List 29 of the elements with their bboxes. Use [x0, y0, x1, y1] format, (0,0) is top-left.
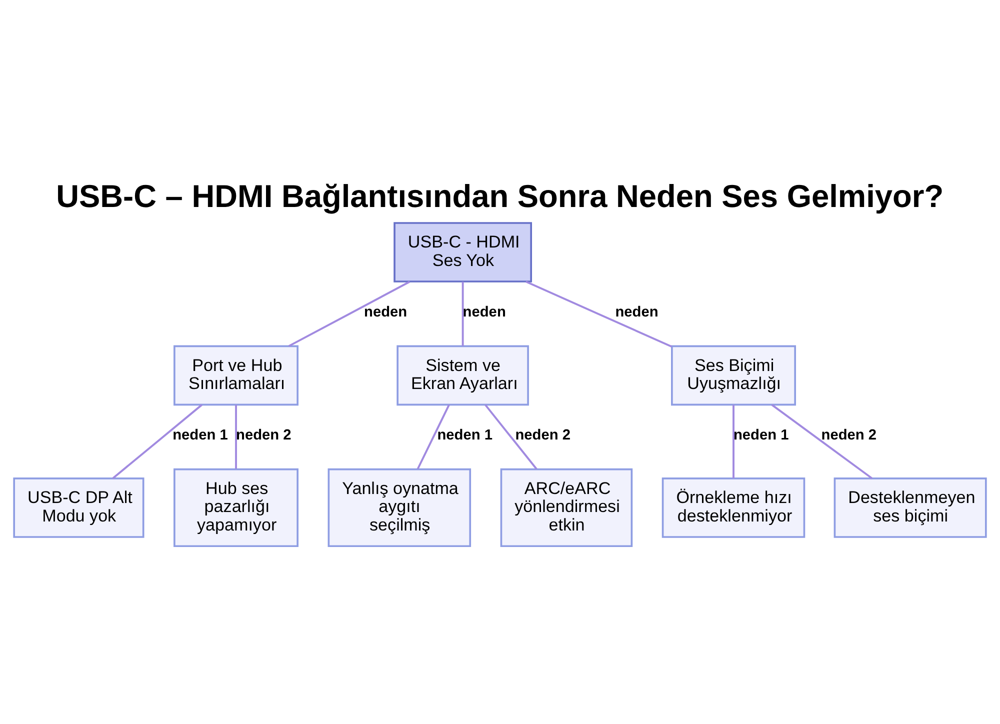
connector	[484, 404, 538, 470]
connector	[416, 404, 450, 470]
node-box: Hub ses pazarlığı yapamıyor	[174, 468, 298, 548]
edge-label: neden 2	[236, 428, 292, 444]
edge-label: neden 1	[437, 428, 492, 444]
edge-label: neden 2	[821, 428, 877, 444]
diagram-title: USB-C – HDMI Bağlantısından Sonra Neden Ses Gelmiyor?	[56, 178, 944, 214]
edge-label: neden 1	[172, 428, 228, 444]
edge-label: neden 2	[515, 428, 571, 444]
connector	[462, 282, 464, 346]
connector	[732, 404, 734, 478]
connector	[235, 404, 237, 469]
connector	[112, 404, 202, 480]
node-box: Ses Biçimi Uyuşmazlığı	[671, 345, 796, 406]
node-box: Yanlış oynatma aygıtı seçilmiş	[328, 468, 472, 548]
edge-label: neden 1	[734, 428, 789, 444]
node-box: USB-C DP Alt Modu yok	[13, 478, 144, 538]
connector	[526, 280, 672, 348]
node-box: Desteklenmeyen ses biçimi	[834, 478, 987, 538]
node-box: ARC/eARC yönlendirmesi etkin	[500, 468, 633, 548]
edge-label: neden	[364, 304, 408, 320]
node-box: Port ve Hub Sınırlamaları	[174, 345, 298, 406]
edge-label: neden	[462, 304, 506, 320]
node-box: USB-C - HDMI Ses Yok	[394, 222, 532, 282]
connector	[771, 404, 873, 480]
node-box: Örnekleme hızı desteklenmiyor	[662, 478, 806, 538]
edge-label: neden	[615, 304, 658, 320]
node-box: Sistem ve Ekran Ayarları	[396, 345, 529, 406]
connector	[288, 280, 410, 347]
